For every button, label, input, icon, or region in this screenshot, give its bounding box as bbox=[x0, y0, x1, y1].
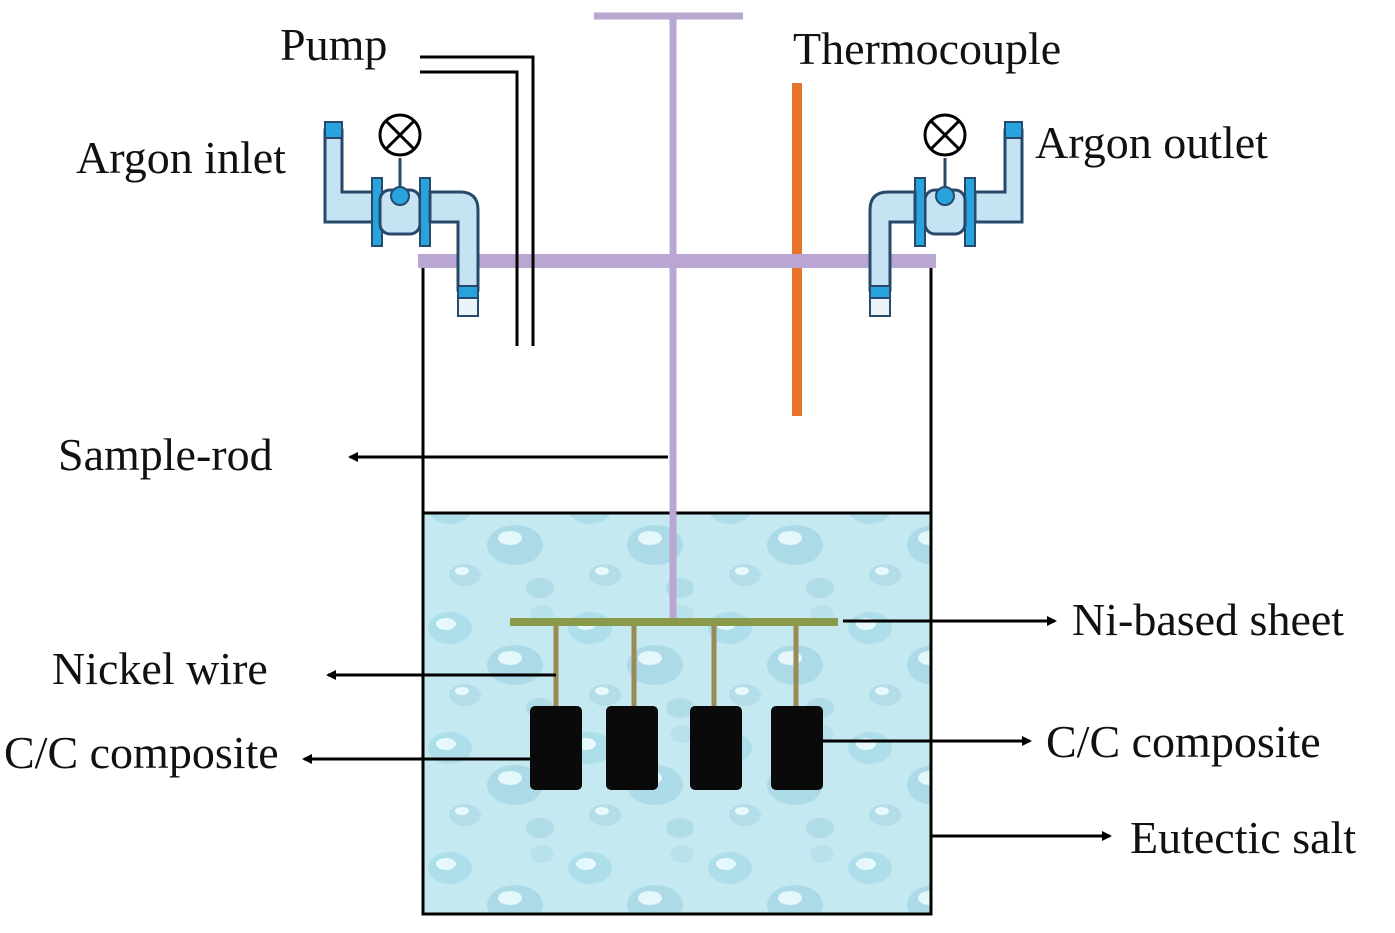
cc-composite-left-label: C/C composite bbox=[4, 727, 279, 778]
outlet-valve-icon bbox=[923, 113, 967, 157]
cc-composite-sample bbox=[606, 706, 658, 790]
argon-inlet-label: Argon inlet bbox=[76, 132, 286, 183]
nickel-wire-label: Nickel wire bbox=[52, 643, 268, 694]
ni-based-sheet-label: Ni-based sheet bbox=[1072, 594, 1344, 645]
cc-composite-sample bbox=[771, 706, 823, 790]
pump-label: Pump bbox=[280, 19, 387, 70]
inlet-valve-icon bbox=[378, 113, 422, 157]
thermocouple-label: Thermocouple bbox=[793, 23, 1061, 74]
pump-tube-inner bbox=[420, 70, 519, 346]
pump-tube-outer bbox=[420, 55, 535, 346]
eutectic-salt-label: Eutectic salt bbox=[1130, 812, 1356, 863]
cc-composite-right-label: C/C composite bbox=[1046, 716, 1321, 767]
cc-composite-sample bbox=[530, 706, 582, 790]
sample-rod-label: Sample-rod bbox=[58, 429, 273, 480]
argon-outlet-pipe bbox=[868, 121, 1024, 317]
argon-inlet-pipe bbox=[323, 121, 480, 317]
eutectic-salt-bath bbox=[421, 511, 933, 916]
argon-outlet-label: Argon outlet bbox=[1035, 117, 1268, 168]
vessel-lid bbox=[418, 254, 936, 268]
cc-composite-sample bbox=[690, 706, 742, 790]
